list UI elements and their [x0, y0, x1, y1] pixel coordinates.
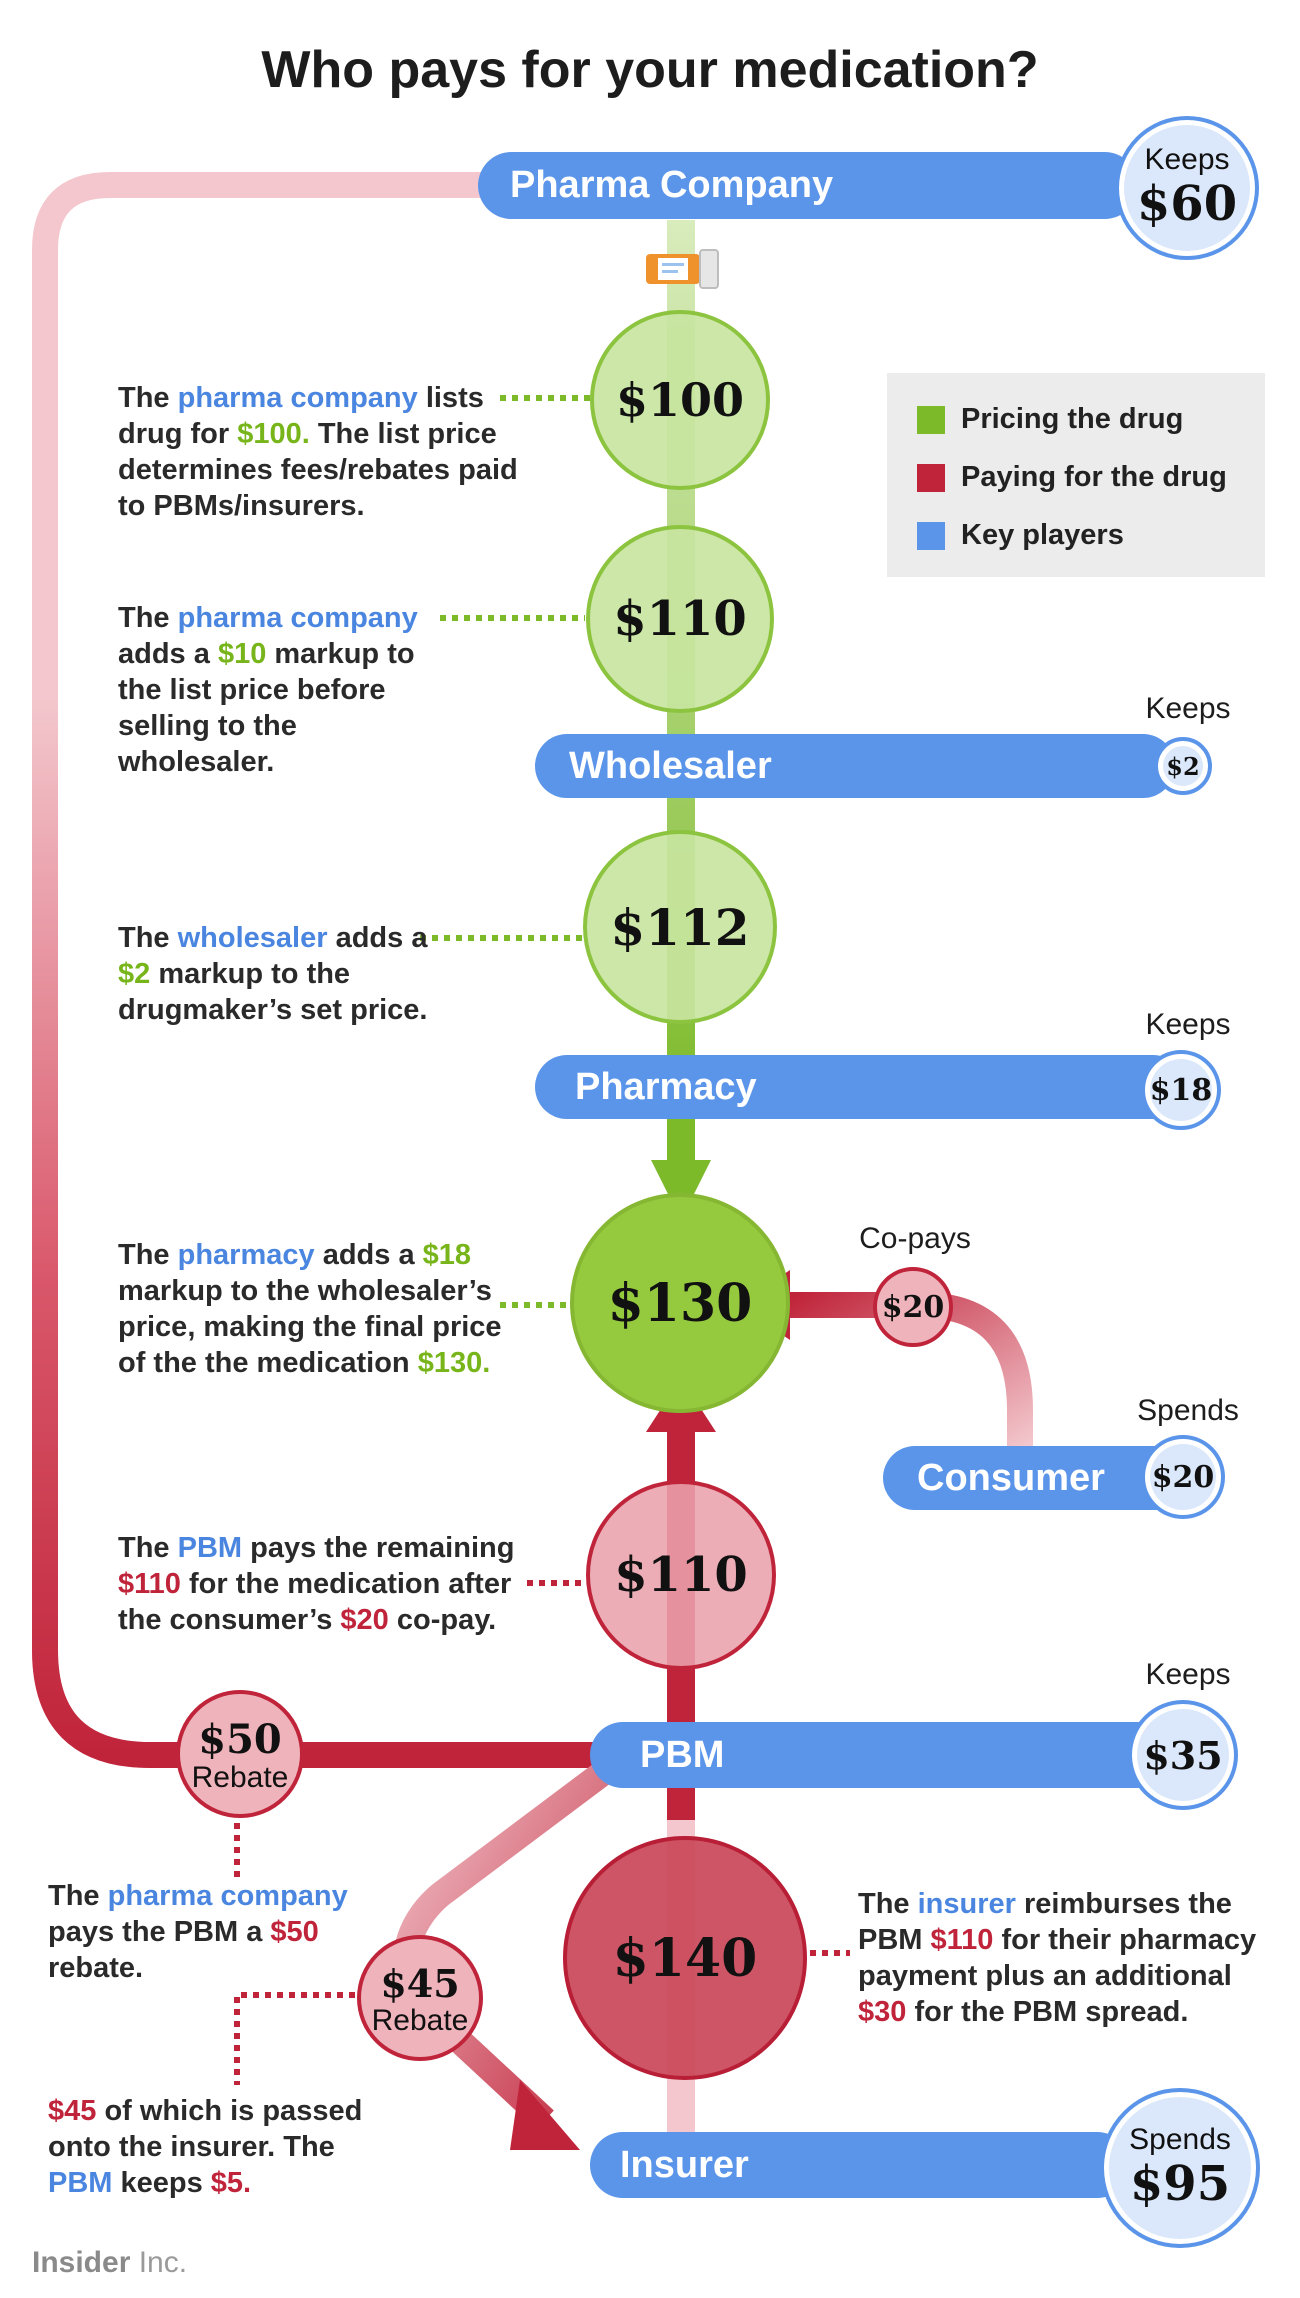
legend-label-pricing: Pricing the drug: [961, 403, 1184, 435]
insurer-label: Insurer: [620, 2143, 749, 2186]
payment-circle-110: $110: [586, 1480, 776, 1670]
insurer-spends-badge: Spends $95: [1100, 2088, 1260, 2248]
rebate50-value: $50: [198, 1715, 282, 1763]
pbm-bar: PBM: [590, 1722, 1170, 1788]
footer-brand-name: Insider: [32, 2246, 131, 2279]
pharmacy-label: Pharmacy: [575, 1065, 757, 1108]
insurer-bar: Insurer: [590, 2132, 1130, 2198]
note-pbm-payment: The PBM pays the remaining $110 for the …: [118, 1532, 515, 1636]
price-100-value: $100: [615, 373, 745, 427]
legend: Pricing the drug Paying for the drug Key…: [887, 373, 1265, 577]
rebate45-label: Rebate: [371, 2003, 469, 2037]
pbm-keeps-value: $35: [1143, 1732, 1223, 1778]
pharma-company-bar: Pharma Company: [478, 152, 1138, 219]
copay-value: $20: [881, 1289, 945, 1325]
legend-item-paying: Paying for the drug: [917, 461, 1227, 494]
pbm-keeps-label: Keeps: [1145, 1658, 1231, 1691]
rebate45-arrow-head: [510, 2080, 580, 2150]
pharmacy-keeps-label: Keeps: [1145, 1008, 1231, 1041]
payment-circle-140: $140: [563, 1836, 807, 2080]
price-130-value: $130: [607, 1272, 753, 1334]
price-110-value: $110: [613, 591, 747, 647]
pbm-label: PBM: [640, 1733, 725, 1776]
note-pharmacy-markup: The pharmacy adds a $18 markup to the wh…: [118, 1239, 502, 1379]
green-dotted-connectors: [420, 395, 592, 1308]
pbm-keeps-badge: $35: [1128, 1700, 1238, 1810]
footer-brand: Insider Inc.: [32, 2246, 187, 2280]
note-insurer-reimburse: The insurer reimburses the PBM $110 for …: [858, 1888, 1257, 2028]
insurer-spends-label: Spends: [1129, 2123, 1231, 2157]
legend-label-players: Key players: [961, 519, 1124, 551]
red-dotted-connectors: [234, 1580, 850, 2085]
wholesaler-bar: Wholesaler: [535, 734, 1175, 798]
note-rebate50: The pharma company pays the PBM a $50 re…: [48, 1880, 348, 1984]
consumer-spends-value: $20: [1151, 1459, 1215, 1495]
pharma-keeps-badge: Keeps $60: [1115, 116, 1259, 260]
copay-circle: $20: [873, 1267, 953, 1347]
payment-110-value: $110: [614, 1547, 748, 1603]
legend-swatch-red: [917, 463, 945, 492]
legend-item-pricing: Pricing the drug: [917, 403, 1183, 436]
rebate50-circle: $50 Rebate: [176, 1690, 304, 1818]
consumer-label: Consumer: [917, 1456, 1105, 1499]
price-circle-130: $130: [570, 1193, 790, 1413]
wholesaler-label: Wholesaler: [569, 744, 772, 787]
pharma-keeps-value: $60: [1136, 175, 1238, 232]
pharmacy-keeps-value: $18: [1149, 1072, 1213, 1108]
price-circle-110: $110: [586, 525, 774, 713]
pricing-arrow-head: [651, 1160, 711, 1220]
consumer-spends-label: Spends: [1137, 1394, 1239, 1427]
pill-bottle-icon: [646, 249, 719, 289]
connector-rebate45: [234, 1992, 355, 2085]
copay-label: Co-pays: [859, 1222, 971, 1255]
legend-swatch-blue: [917, 521, 945, 550]
wholesaler-keeps-value: $2: [1166, 751, 1200, 781]
pharmacy-keeps-badge: $18: [1141, 1050, 1221, 1130]
pharma-company-label: Pharma Company: [510, 164, 834, 206]
rebate50-label: Rebate: [191, 1760, 289, 1794]
price-112-value: $112: [610, 897, 750, 957]
rebate-return-path-red: [32, 700, 600, 1768]
rebate45-value: $45: [380, 1960, 460, 2006]
note-pharma-markup: The pharma company adds a $10 markup to …: [118, 602, 418, 778]
pharmacy-bar: Pharmacy: [535, 1055, 1185, 1119]
consumer-spends-badge: $20: [1141, 1435, 1225, 1519]
note-wholesaler-markup: The wholesaler adds a $2 markup to the d…: [118, 922, 428, 1026]
price-circle-112: $112: [583, 830, 777, 1024]
footer-brand-suffix: Inc.: [130, 2246, 188, 2279]
insurer-spends-value: $95: [1129, 2155, 1231, 2212]
wholesaler-keeps-label: Keeps: [1145, 692, 1231, 725]
payment-140-value: $140: [612, 1927, 758, 1989]
note-rebate45: $45 of which is passed onto the insurer.…: [48, 2095, 363, 2199]
pharma-keeps-label: Keeps: [1144, 143, 1230, 177]
note-list-price: The pharma company lists drug for $100. …: [118, 382, 518, 522]
wholesaler-keeps-badge: $2: [1154, 737, 1212, 795]
page-title: Who pays for your medication?: [261, 41, 1039, 99]
legend-swatch-green: [917, 405, 945, 434]
price-circle-100: $100: [590, 310, 770, 490]
legend-item-players: Key players: [917, 519, 1124, 552]
rebate45-circle: $45 Rebate: [357, 1935, 483, 2061]
legend-label-paying: Paying for the drug: [961, 461, 1227, 493]
